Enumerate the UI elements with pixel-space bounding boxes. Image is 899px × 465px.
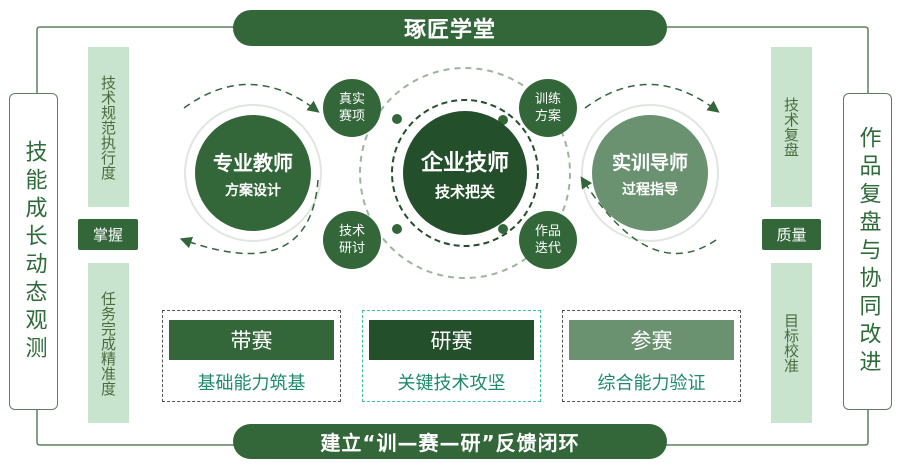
footer-banner: 建立“训—赛—研”反馈闭环 [233,424,667,459]
circle-title: 实训导师 [611,151,688,174]
card-lead-competition: 带赛 基础能力筑基 [162,310,341,402]
circle-enterprise-technician: 企业技师 技术把关 [403,111,527,235]
circle-title: 企业技师 [420,150,509,176]
node-line: 方案 [534,109,561,124]
node-line: 技术 [338,224,365,239]
card-title: 参赛 [569,320,734,360]
node-line: 训练 [534,92,561,107]
title-banner: 琢匠学堂 [233,10,667,46]
circle-sub: 方案设计 [225,182,281,199]
circle-training-instructor: 实训导师 过程指导 [592,115,708,231]
card-title: 带赛 [169,320,334,360]
node-line: 真实 [338,92,365,107]
card-desc: 基础能力筑基 [197,373,306,394]
left-panel-label: 技能成长动态观测 [9,93,58,410]
node-line: 赛项 [338,109,365,124]
left-bar-bottom: 任务完成精准度 [88,263,129,423]
left-bar-top: 技术规范执行度 [88,47,129,207]
card-desc: 关键技术攻坚 [397,373,506,394]
node-line: 作品 [534,224,561,239]
circle-title: 专业教师 [213,150,293,175]
card-research-competition: 研赛 关键技术攻坚 [362,310,541,402]
node-training-plan: 训练方案 [519,79,577,137]
left-tag: 掌握 [78,219,138,250]
right-bar-bottom: 目标校准 [771,263,812,423]
node-real-competition: 真实赛项 [323,79,381,137]
circle-sub: 过程指导 [622,181,678,198]
card-join-competition: 参赛 综合能力验证 [562,310,741,402]
right-tag: 质量 [762,219,821,250]
right-bar-top: 技术复盘 [771,47,812,207]
node-work-iteration: 作品迭代 [519,211,577,269]
circle-professional-teacher: 专业教师 方案设计 [195,115,311,231]
node-line: 研讨 [338,241,365,256]
circle-sub: 技术把关 [434,182,495,201]
node-tech-discussion: 技术研讨 [323,211,381,269]
card-desc: 综合能力验证 [597,373,706,394]
right-panel-label: 作品复盘与协同改进 [843,93,892,410]
node-line: 迭代 [534,241,561,256]
card-title: 研赛 [369,320,534,360]
